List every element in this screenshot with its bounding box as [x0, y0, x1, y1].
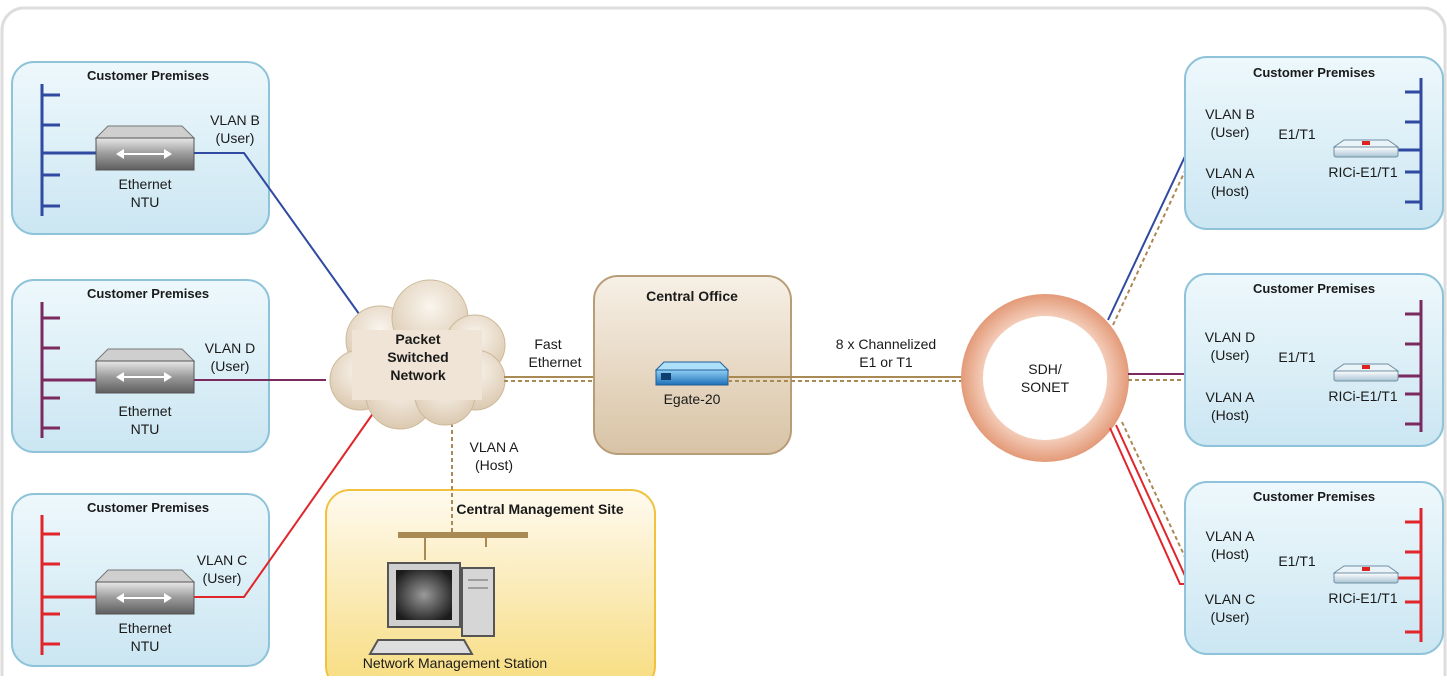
diagram-label: (User)	[1211, 609, 1250, 625]
right-premises-2: Customer Premises VLAN D (User) E1/T1 VL…	[1184, 273, 1444, 447]
ethernet-ntu-icon	[94, 348, 196, 394]
diagram-label: RICi-E1/T1	[1328, 388, 1397, 404]
diagram-label: NTU	[131, 421, 160, 437]
diagram-label: Ethernet	[529, 354, 582, 370]
rici-device-icon	[1332, 363, 1400, 382]
diagram-label: E1 or T1	[859, 354, 913, 370]
diagram-label: RICi-E1/T1	[1328, 590, 1397, 606]
left-premises-1: Customer Premises Ethernet NTU VLAN B (U…	[11, 61, 270, 235]
diagram-label: (User)	[211, 358, 250, 374]
diagram-label: Packet	[395, 331, 440, 347]
diagram-label: VLAN D	[205, 340, 256, 356]
ethernet-ntu-icon	[94, 125, 196, 171]
premises-title: Customer Premises	[1253, 65, 1375, 80]
diagram-label: (User)	[1211, 347, 1250, 363]
diagram-label: E1/T1	[1278, 349, 1316, 365]
left-user-links	[194, 152, 375, 598]
diagram-label: Ethernet	[119, 176, 172, 192]
packet-switched-network-cloud: Packet Switched Network	[329, 279, 506, 430]
diagram-label: NTU	[131, 638, 160, 654]
central-management-site: Central Management Site Network Manageme…	[325, 489, 656, 681]
premises-title: Customer Premises	[87, 500, 209, 515]
diagram-label: (User)	[1211, 124, 1250, 140]
diagram-label: VLAN C	[1205, 591, 1256, 607]
premises-title: Customer Premises	[87, 286, 209, 301]
premises-title: Customer Premises	[87, 68, 209, 83]
diagram-label: Egate-20	[664, 391, 721, 407]
sdh-sonet-ring: SDH/ SONET	[961, 294, 1129, 462]
diagram-label: SONET	[1021, 379, 1070, 395]
diagram-label: E1/T1	[1278, 553, 1316, 569]
channelized-e1-t1-link	[728, 376, 962, 382]
egate-20-device-icon	[654, 361, 730, 386]
diagram-label: (User)	[216, 130, 255, 146]
management-title: Central Management Site	[456, 501, 623, 517]
diagram-label: Ethernet	[119, 620, 172, 636]
diagram-label: VLAN A	[1205, 165, 1255, 181]
diagram-label: Switched	[387, 349, 448, 365]
diagram-label: Ethernet	[119, 403, 172, 419]
diagram-label: VLAN B	[210, 112, 260, 128]
central-office: Central Office Egate-20	[593, 275, 792, 455]
diagram-label: (Host)	[475, 457, 513, 473]
diagram-label: NTU	[131, 194, 160, 210]
central-office-title: Central Office	[646, 288, 738, 304]
diagram-label: VLAN B	[1205, 106, 1255, 122]
diagram-label: SDH/	[1028, 361, 1062, 377]
diagram-label: VLAN C	[197, 552, 248, 568]
diagram-label: E1/T1	[1278, 126, 1316, 142]
right-premises-1: Customer Premises VLAN B (User) E1/T1 VL…	[1184, 56, 1444, 230]
diagram-label: VLAN A	[1205, 528, 1255, 544]
diagram-label: 8 x Channelized	[836, 336, 936, 352]
rici-device-icon	[1332, 565, 1400, 584]
diagram-label: VLAN D	[1205, 329, 1256, 345]
diagram-label: VLAN A	[469, 439, 519, 455]
diagram-label: (User)	[203, 570, 242, 586]
left-premises-3: Customer Premises Ethernet NTU VLAN C (U…	[11, 493, 270, 667]
rici-device-icon	[1332, 139, 1400, 158]
right-premises-3: Customer Premises VLAN A (Host) E1/T1 VL…	[1184, 481, 1444, 655]
diagram-label: RICi-E1/T1	[1328, 164, 1397, 180]
diagram-label: Fast	[534, 336, 561, 352]
computer-icon	[368, 562, 495, 655]
diagram-label: VLAN A	[1205, 389, 1255, 405]
diagram-label: (Host)	[1211, 546, 1249, 562]
diagram-label: (Host)	[1211, 407, 1249, 423]
premises-title: Customer Premises	[1253, 281, 1375, 296]
diagram-label: Network Management Station	[363, 655, 547, 671]
diagram-label: Network	[390, 367, 445, 383]
ethernet-ntu-icon	[94, 569, 196, 615]
left-premises-2: Customer Premises Ethernet NTU VLAN D (U…	[11, 279, 270, 453]
diagram-label: (Host)	[1211, 183, 1249, 199]
premises-title: Customer Premises	[1253, 489, 1375, 504]
